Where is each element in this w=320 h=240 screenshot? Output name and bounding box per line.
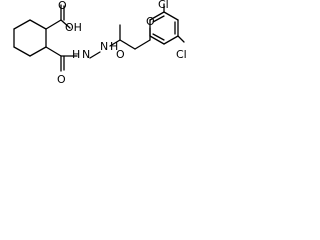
carboxylic-acid-group (45, 4, 71, 30)
chlorine-bonds (163, 3, 185, 43)
structure-diagram: OH O O H N N H O O Cl Cl (13, 0, 187, 86)
atom-o-ether: O (146, 15, 155, 28)
atom-o-acid: O (58, 0, 67, 12)
amide-carbonyl-2 (119, 24, 151, 50)
amide-carbonyl-1 (45, 46, 78, 72)
hydrazide-linker (89, 39, 121, 59)
atom-h-nh2: H (110, 40, 118, 53)
atom-n-nh2: N (100, 40, 108, 53)
atom-o-amide2: O (116, 48, 125, 61)
dichlorophenyl-ring (149, 11, 179, 45)
atom-n-nh1: N (82, 48, 90, 61)
atom-cl-ortho: Cl (158, 0, 169, 11)
atom-h-nh1: H (72, 48, 80, 61)
cyclohexane-ring (13, 19, 47, 57)
atom-oh: OH (65, 21, 82, 34)
atom-o-amide1: O (57, 73, 66, 86)
atom-cl-para: Cl (176, 48, 187, 61)
